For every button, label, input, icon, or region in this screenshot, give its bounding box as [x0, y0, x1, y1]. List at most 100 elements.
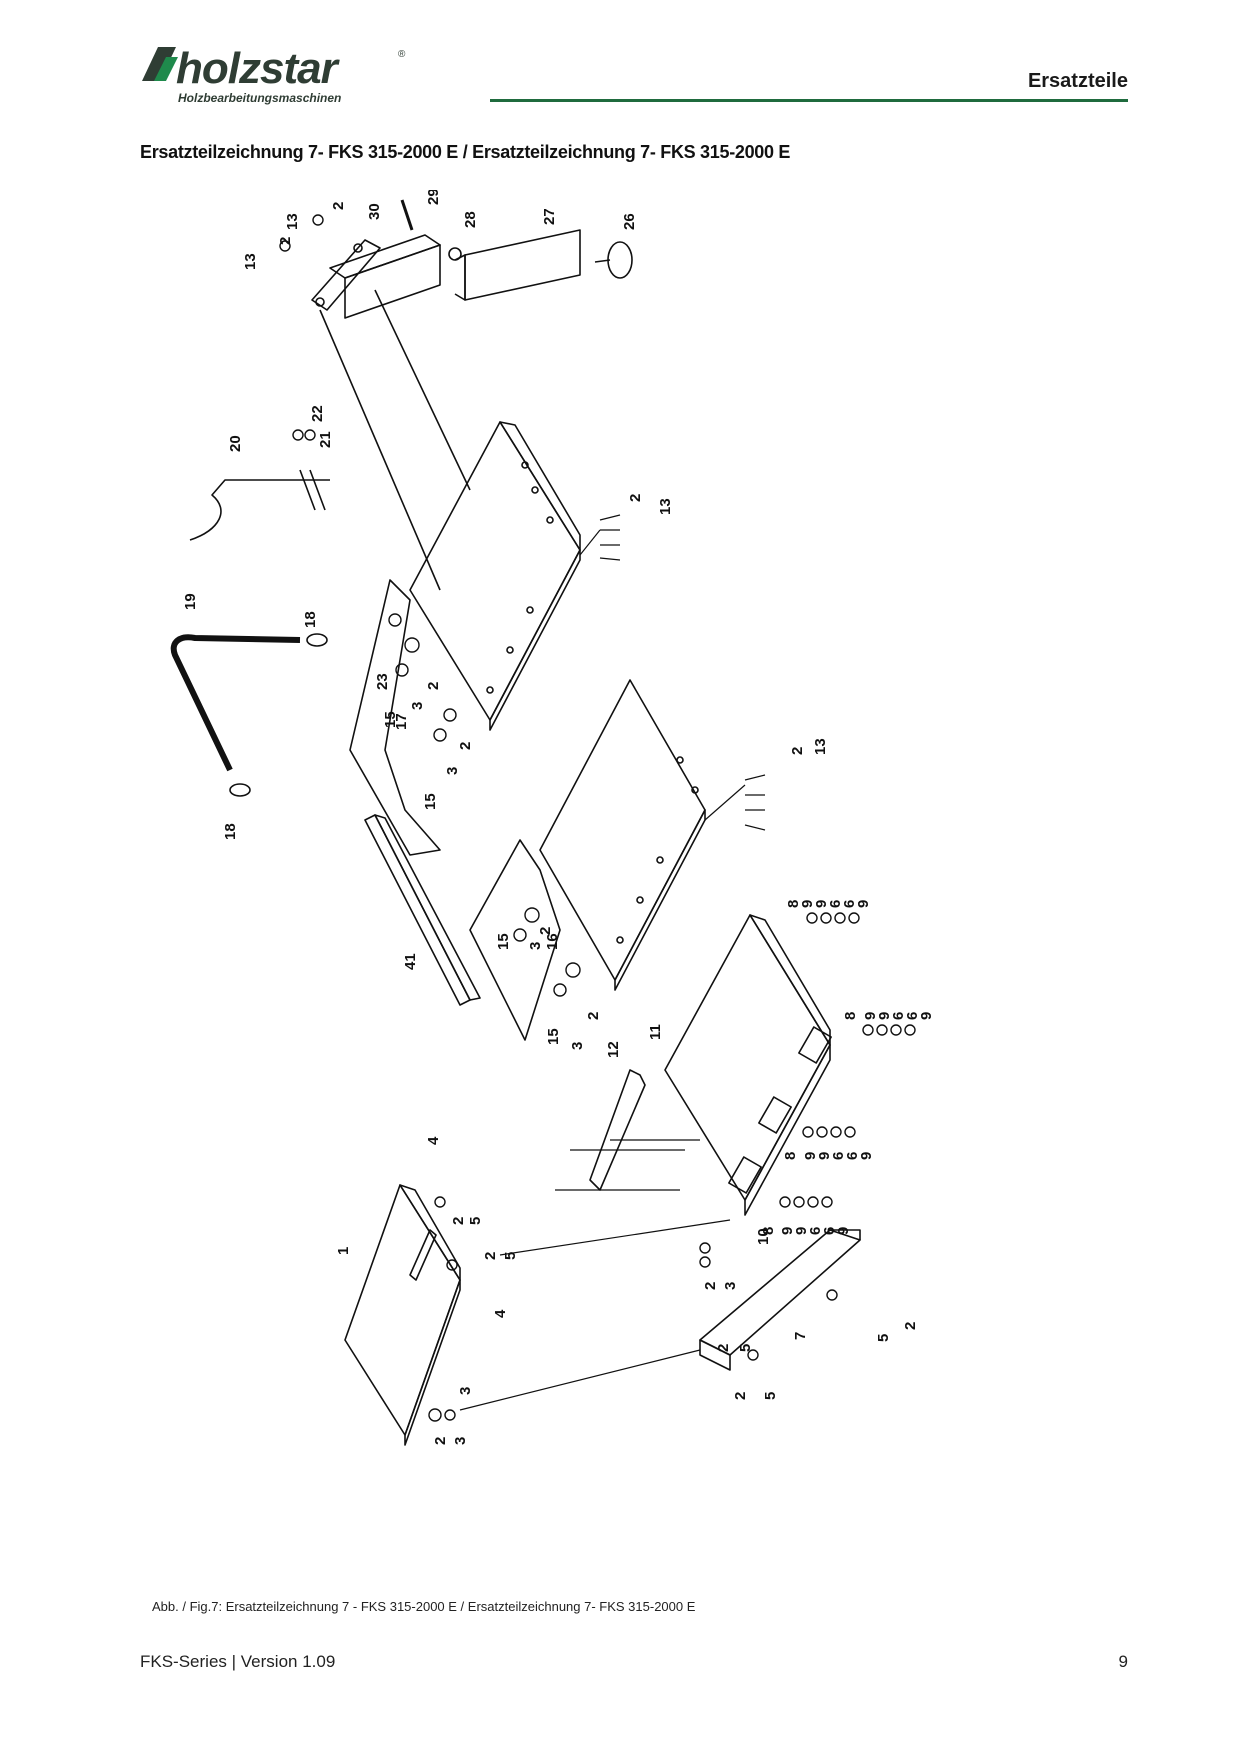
- part-label: 23: [374, 673, 391, 690]
- part-label: 22: [309, 405, 326, 422]
- part-label: 6: [844, 1152, 861, 1160]
- part-label: 18: [302, 611, 319, 628]
- page-number: 9: [1118, 1652, 1128, 1671]
- part-label: 19: [182, 593, 199, 610]
- part-label: 2: [627, 494, 644, 502]
- part-label: 7: [792, 1332, 809, 1340]
- screw-part: [400, 199, 414, 231]
- guide-rail-part: [189, 469, 330, 541]
- part-label: 2: [902, 1322, 919, 1330]
- brand-name: holzstar: [176, 44, 338, 93]
- adjustable-foot-part: [594, 241, 633, 279]
- part-label: 5: [875, 1334, 892, 1342]
- base-frame-part: [664, 914, 832, 1216]
- registered-mark: ®: [398, 49, 406, 60]
- part-label: 11: [647, 1024, 664, 1040]
- part-label: 3: [569, 1042, 586, 1050]
- part-label: 8: [760, 1227, 777, 1235]
- part-label: 15: [495, 933, 512, 950]
- part-label: 16: [544, 933, 561, 950]
- part-label: 1: [335, 1247, 352, 1255]
- part-label: 15: [382, 711, 399, 728]
- part-label: 9: [835, 1227, 852, 1235]
- brand-logo: holzstar ® Holzbearbeitungsmaschinen: [140, 45, 440, 105]
- part-label: 9: [855, 900, 872, 908]
- part-label: 15: [422, 793, 439, 810]
- page-title: Ersatzteilzeichnung 7- FKS 315-2000 E / …: [140, 142, 791, 162]
- part-label: 9: [779, 1227, 796, 1235]
- part-label: 2: [450, 1217, 467, 1225]
- part-label: 13: [812, 738, 829, 755]
- part-label: 9: [816, 1152, 833, 1160]
- part-label: 9: [802, 1152, 819, 1160]
- part-label: 20: [227, 435, 244, 452]
- part-label: 9: [862, 1012, 879, 1020]
- angle-bracket-part: [589, 1069, 646, 1191]
- part-label: 8: [842, 1012, 859, 1020]
- part-label: 9: [793, 1227, 810, 1235]
- part-label: 13: [284, 213, 301, 230]
- part-label: 2: [537, 927, 554, 935]
- part-label: 3: [452, 1437, 469, 1445]
- part-label: 9: [813, 900, 830, 908]
- part-label: 4: [425, 1136, 442, 1145]
- part-label: 2: [432, 1437, 449, 1445]
- part-label: 5: [762, 1392, 779, 1400]
- part-label: 15: [545, 1028, 562, 1045]
- part-label: 9: [799, 900, 816, 908]
- exploded-parts-diagram: 13 2 13 2 30 29 28 27 26 22 21 20 2 13 1…: [140, 188, 1100, 1590]
- part-label: 10: [755, 1228, 772, 1245]
- part-label: 26: [621, 213, 638, 230]
- part-label: 2: [789, 747, 806, 755]
- spacer-plate-part: [349, 579, 441, 856]
- crank-handle-part: [170, 633, 328, 797]
- part-label: 3: [409, 702, 426, 710]
- part-label: 12: [605, 1041, 622, 1058]
- part-label: 2: [425, 682, 442, 690]
- logo-mark-icon: [142, 47, 178, 81]
- part-label: 3: [457, 1387, 474, 1395]
- part-label: 17: [393, 713, 410, 730]
- part-label: 3: [527, 942, 544, 950]
- diagram-svg: 13 2 13 2 30 29 28 27 26 22 21 20 2 13 1…: [170, 188, 935, 1446]
- extension-profile-part: [454, 229, 581, 301]
- part-label: 2: [277, 237, 294, 245]
- part-label: 21: [317, 431, 334, 448]
- part-label: 6: [821, 1227, 838, 1235]
- part-label: 27: [541, 208, 558, 225]
- cover-plate-part: [344, 1184, 461, 1446]
- part-label: 6: [830, 1152, 847, 1160]
- part-label: 4: [492, 1309, 509, 1318]
- part-label: 41: [402, 953, 419, 970]
- part-label: 30: [366, 203, 383, 220]
- part-label: 3: [444, 767, 461, 775]
- footer-version: FKS-Series | Version 1.09: [140, 1652, 336, 1671]
- part-label: 13: [242, 253, 259, 270]
- table-extension-plate-lower: [539, 679, 706, 991]
- knob-part: [448, 247, 462, 261]
- part-number-labels: 13 2 13 2 30 29 28 27 26 22 21 20 2 13 1…: [182, 188, 935, 1445]
- part-label: 6: [904, 1012, 921, 1020]
- table-extension-plate-upper: [409, 421, 581, 731]
- part-label: 2: [715, 1344, 732, 1352]
- figure-caption: Abb. / Fig.7: Ersatzteilzeichnung 7 - FK…: [152, 1599, 696, 1614]
- leg-bracket-part: [311, 234, 441, 319]
- header-divider: [490, 99, 1128, 102]
- part-label: 9: [876, 1012, 893, 1020]
- part-label: 2: [732, 1392, 749, 1400]
- part-label: 6: [841, 900, 858, 908]
- part-label: 9: [918, 1012, 935, 1020]
- part-label: 2: [482, 1252, 499, 1260]
- part-label: 8: [785, 900, 802, 908]
- part-label: 6: [890, 1012, 907, 1020]
- part-label: 2: [702, 1282, 719, 1290]
- part-label: 5: [737, 1344, 754, 1352]
- part-label: 28: [462, 211, 479, 228]
- part-label: 5: [502, 1252, 519, 1260]
- part-label: 8: [782, 1152, 799, 1160]
- part-label: 5: [467, 1217, 484, 1225]
- part-label: 3: [722, 1282, 739, 1290]
- part-label: 9: [858, 1152, 875, 1160]
- part-label: 6: [807, 1227, 824, 1235]
- part-label: 2: [457, 742, 474, 750]
